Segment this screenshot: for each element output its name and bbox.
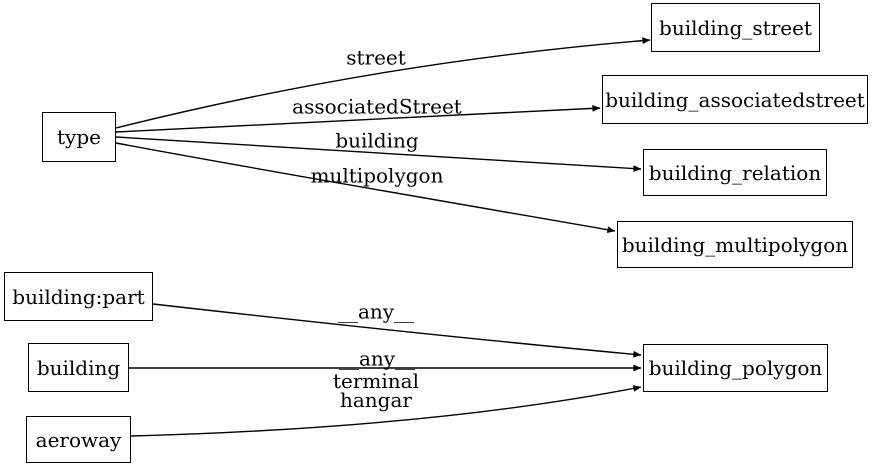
edge-label-terminal-line: terminal bbox=[333, 369, 419, 393]
node-building-street: building_street bbox=[651, 3, 820, 52]
edge-label-street: street bbox=[346, 45, 406, 70]
node-building-associatedstreet: building_associatedstreet bbox=[602, 75, 868, 124]
edge-label-multipolygon: multipolygon bbox=[310, 163, 444, 188]
node-building-polygon: building_polygon bbox=[643, 344, 828, 392]
edge-label-terminal-hangar: terminal hangar bbox=[333, 369, 419, 412]
edge-type-building_street bbox=[115, 37, 651, 129]
edge-aeroway-building_polygon bbox=[130, 385, 642, 437]
edge-type-building_relation bbox=[115, 136, 642, 172]
node-building: building bbox=[28, 343, 129, 392]
edge-type-building_multipolygon bbox=[115, 142, 616, 234]
node-type: type bbox=[42, 112, 116, 162]
edge-label-building: building bbox=[335, 128, 419, 153]
edge-label-any-building: __any__ bbox=[338, 346, 416, 371]
node-building-relation: building_relation bbox=[643, 149, 827, 196]
edge-buildingpart-building_polygon bbox=[152, 303, 642, 358]
edge-type-building_associatedstreet bbox=[115, 105, 601, 133]
node-building-multipolygon: building_multipolygon bbox=[617, 221, 853, 268]
edge-label-associatedstreet: associatedStreet bbox=[292, 94, 462, 119]
node-building-part: building:part bbox=[4, 272, 153, 321]
node-aeroway: aeroway bbox=[26, 416, 131, 463]
edge-label-any-buildingpart: __any__ bbox=[337, 299, 415, 324]
edge-label-hangar-line: hangar bbox=[340, 388, 412, 412]
